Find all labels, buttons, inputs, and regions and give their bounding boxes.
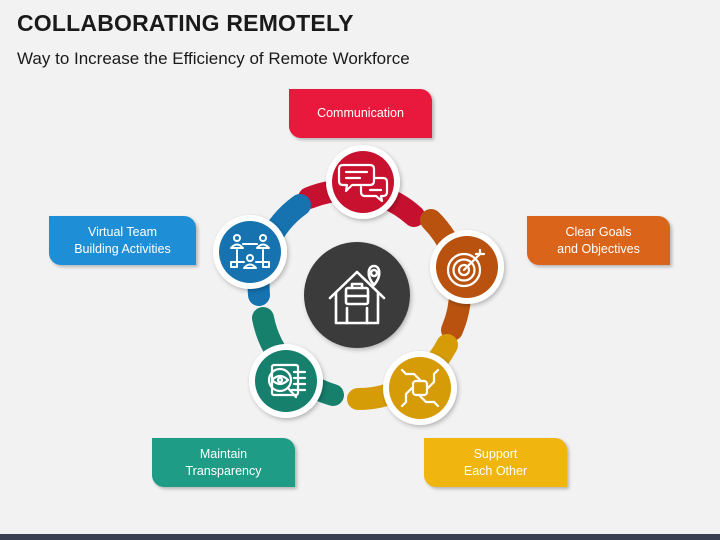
- home-office-location-icon: [328, 264, 386, 325]
- target-icon: [446, 248, 486, 288]
- page-title: COLLABORATING REMOTELY: [17, 10, 354, 36]
- page-subtitle: Way to Increase the Efficiency of Remote…: [17, 49, 410, 68]
- joined-hands-icon: [400, 368, 440, 408]
- label-communication: Communication: [289, 89, 432, 138]
- label-support-text: Support Each Other: [463, 446, 528, 478]
- label-transparency-text: Maintain Transparency: [185, 446, 262, 478]
- label-clear-goals: Clear Goals and Objectives: [527, 216, 670, 265]
- label-support: Support Each Other: [424, 438, 567, 487]
- node-communication: [326, 145, 400, 219]
- node-clear-goals: [430, 230, 504, 304]
- label-virtual-team-text: Virtual Team Building Activities: [74, 224, 171, 256]
- node-support: [383, 351, 457, 425]
- chat-bubbles-icon: [337, 163, 389, 203]
- label-virtual-team: Virtual Team Building Activities: [49, 216, 196, 265]
- label-transparency: Maintain Transparency: [152, 438, 295, 487]
- label-communication-text: Communication: [317, 106, 404, 120]
- label-clear-goals-text: Clear Goals and Objectives: [557, 224, 640, 256]
- footer-bar: [0, 534, 720, 540]
- node-virtual-team: [213, 215, 287, 289]
- center-hub: [304, 242, 410, 348]
- node-transparency: [249, 344, 323, 418]
- team-network-icon: [230, 234, 270, 269]
- document-magnifier-eye-icon: [267, 363, 307, 399]
